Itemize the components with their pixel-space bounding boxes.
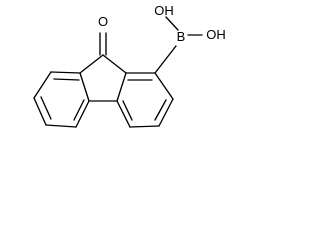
oxygen-atom-label: O: [98, 14, 108, 29]
bond-right-ring-4: [129, 125, 160, 128]
bond-right-ring-5: [116, 100, 131, 128]
double-bond-left-3: [73, 99, 85, 121]
bond-left-ring-3: [33, 97, 47, 126]
bond-c9a-c4b: [79, 72, 90, 102]
double-bond-right-2: [154, 99, 167, 121]
hydroxyl-right-label: OH: [206, 27, 226, 42]
bond-right-ring-3: [158, 98, 174, 127]
double-bond-left-1: [53, 78, 80, 81]
aryl-boron-bond: [154, 45, 177, 74]
double-bond-left-2: [40, 96, 52, 120]
double-bond-right-3: [122, 100, 133, 121]
hydroxyl-left-label: OH: [154, 3, 174, 18]
bond-c8a-c4a: [116, 72, 127, 102]
bond-left-ring-2: [33, 71, 52, 99]
boronic-acid-group: B OH OH: [154, 3, 226, 74]
bond-left-ring-5: [75, 100, 90, 128]
bond-left-ring-1: [50, 71, 81, 74]
carbonyl-group: O: [98, 14, 108, 56]
bond-right-ring-2: [154, 72, 174, 100]
boron-atom-label: B: [177, 29, 186, 44]
structure-diagram: O B OH OH: [33, 3, 226, 128]
bond-c9-c9a: [79, 54, 104, 74]
boron-hydroxyl-left-bond: [165, 16, 179, 31]
bond-left-ring-4: [45, 124, 77, 128]
fluorene-skeleton: [33, 54, 174, 128]
bond-c9-c8a: [102, 54, 127, 74]
